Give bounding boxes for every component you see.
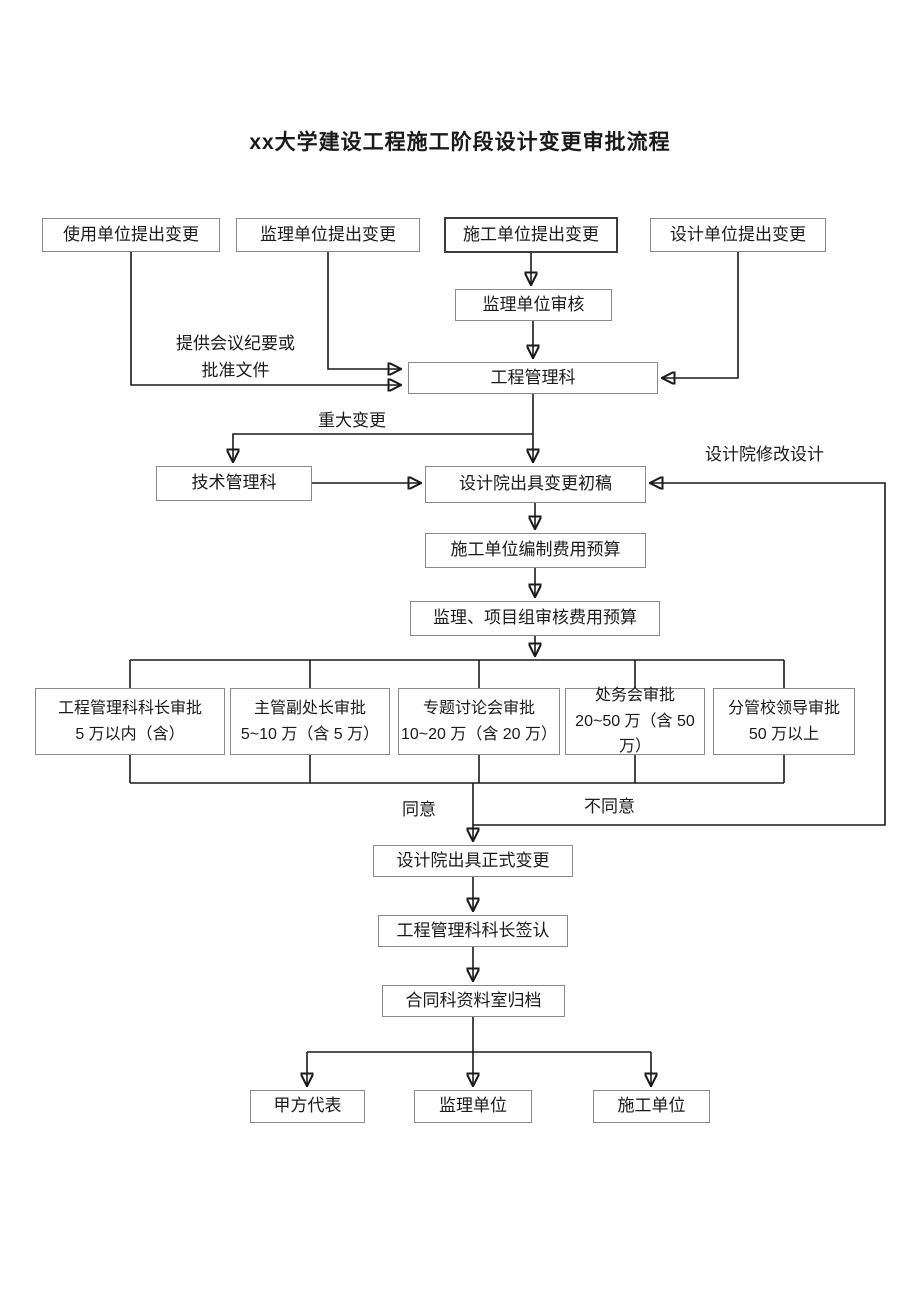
node-label-line2: 10~20 万（含 20 万）	[400, 725, 558, 743]
node-label: 设计单位提出变更	[670, 224, 806, 244]
label-agree: 同意	[402, 800, 436, 819]
node-supervision-unit-review: 监理单位审核	[455, 289, 612, 321]
node-use-unit-proposes-change: 使用单位提出变更	[42, 218, 220, 252]
node-label: 监理单位审核	[482, 294, 585, 314]
label-line2: 批准文件	[201, 361, 270, 380]
node-label: 甲方代表	[273, 1096, 342, 1116]
edge-use-unit-to-engineering	[130, 252, 400, 385]
edge-disagree-feedback-loop	[473, 483, 886, 826]
node-design-institute-formal-change: 设计院出具正式变更	[373, 845, 573, 877]
node-engineering-management-dept: 工程管理科	[408, 362, 658, 394]
node-label-line1: 处务会审批	[594, 687, 675, 705]
node-label: 监理、项目组审核费用预算	[433, 608, 637, 628]
node-label-line2: 5 万以内（含）	[75, 725, 185, 743]
node-construction-unit-prepares-budget: 施工单位编制费用预算	[425, 533, 646, 568]
node-design-unit-proposes-change: 设计单位提出变更	[650, 218, 826, 252]
node-supervision-unit-recipient: 监理单位	[414, 1090, 532, 1123]
edges-top-sources	[130, 252, 739, 385]
label-meeting-minutes: 提供会议纪要或 批准文件	[148, 330, 323, 384]
node-construction-unit-recipient: 施工单位	[593, 1090, 710, 1123]
node-label: 施工单位编制费用预算	[450, 540, 621, 560]
node-label-line1: 专题讨论会审批	[422, 699, 535, 717]
edge-supervision-unit-to-engineering	[327, 252, 400, 369]
node-approval-deputy-director: 主管副处长审批 5~10 万（含 5 万）	[230, 688, 390, 755]
label-disagree: 不同意	[584, 797, 635, 816]
edges-bottom	[307, 877, 651, 1085]
node-label: 工程管理科	[490, 367, 576, 387]
node-label-line2: 20~50 万（含 50 万）	[575, 712, 695, 756]
node-label: 设计院出具变更初稿	[459, 474, 612, 494]
edge-major-change-branch	[233, 433, 533, 461]
edge-design-unit-to-engineering	[663, 252, 739, 378]
node-approval-office-meeting: 处务会审批 20~50 万（含 50 万）	[565, 687, 705, 755]
node-label: 技术管理科	[191, 473, 277, 493]
node-label: 监理单位	[439, 1096, 507, 1116]
node-supervision-unit-proposes-change: 监理单位提出变更	[236, 218, 420, 252]
node-label-line1: 主管副处长审批	[253, 699, 366, 717]
node-label: 设计院出具正式变更	[396, 850, 550, 870]
node-label: 使用单位提出变更	[63, 224, 199, 244]
node-party-a-representative: 甲方代表	[250, 1090, 365, 1123]
page-title: xx大学建设工程施工阶段设计变更审批流程	[249, 131, 671, 154]
node-label: 合同科资料室归档	[405, 990, 542, 1010]
node-label: 工程管理科科长签认	[396, 920, 550, 940]
node-label-line1: 工程管理科科长审批	[57, 699, 202, 717]
label-major-change: 重大变更	[318, 411, 386, 430]
node-approval-seminar: 专题讨论会审批 10~20 万（含 20 万）	[398, 688, 560, 755]
node-label-line2: 5~10 万（含 5 万）	[240, 725, 380, 743]
node-approval-section-chief: 工程管理科科长审批 5 万以内（含）	[35, 688, 225, 755]
label-design-revision: 设计院修改设计	[705, 445, 824, 464]
node-contract-archive: 合同科资料室归档	[382, 985, 565, 1017]
node-label-line2: 50 万以上	[748, 725, 820, 743]
node-label: 施工单位	[617, 1096, 686, 1116]
node-section-chief-signature: 工程管理科科长签认	[378, 915, 568, 947]
node-label: 监理单位提出变更	[260, 224, 396, 244]
edges-middle	[233, 394, 535, 655]
node-label: 施工单位提出变更	[463, 224, 599, 244]
node-design-institute-draft-change: 设计院出具变更初稿	[425, 466, 646, 503]
edges-approval-split	[129, 659, 785, 688]
node-label-line1: 分管校领导审批	[727, 699, 840, 717]
node-approval-school-leader: 分管校领导审批 50 万以上	[713, 688, 855, 755]
label-line1: 提供会议纪要或	[176, 334, 295, 353]
node-supervision-project-group-budget-review: 监理、项目组审核费用预算	[410, 601, 660, 636]
edges-approval-collect	[129, 483, 886, 840]
node-technical-management-dept: 技术管理科	[156, 466, 312, 501]
node-construction-unit-proposes-change: 施工单位提出变更	[444, 217, 618, 253]
